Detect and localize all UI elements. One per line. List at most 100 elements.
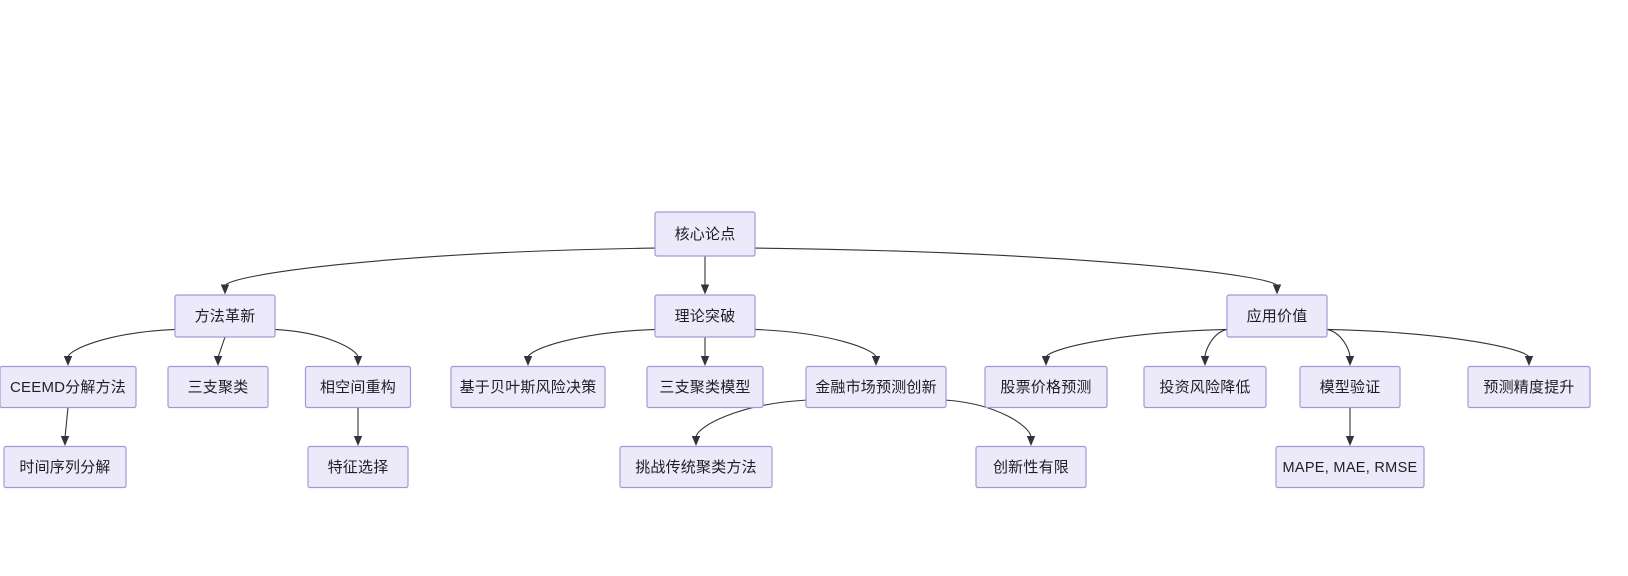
node-l3c[interactable]: 相空间重构 — [304, 365, 412, 409]
node-label: 相空间重构 — [320, 379, 396, 396]
edge-l2c-to-l3h — [1200, 328, 1228, 366]
node-l3f[interactable]: 金融市场预测创新 — [805, 365, 947, 409]
node-label: 金融市场预测创新 — [815, 379, 937, 396]
arrowhead-icon — [1272, 284, 1282, 295]
node-label: 三支聚类模型 — [659, 379, 750, 396]
node-l3b[interactable]: 三支聚类 — [167, 365, 269, 409]
node-l4c[interactable]: 挑战传统聚类方法 — [619, 445, 773, 489]
node-l2c[interactable]: 应用价值 — [1226, 294, 1328, 338]
node-l3i[interactable]: 模型验证 — [1299, 365, 1401, 409]
node-box[interactable] — [304, 365, 412, 409]
edge-line — [1326, 328, 1351, 358]
node-label: 股票价格预测 — [1000, 379, 1091, 396]
node-box[interactable] — [646, 365, 764, 409]
node-label: 模型验证 — [1320, 379, 1381, 396]
node-box[interactable] — [3, 445, 127, 489]
node-l3d[interactable]: 基于贝叶斯风险决策 — [450, 365, 606, 409]
node-label: 挑战传统聚类方法 — [635, 459, 757, 476]
node-box[interactable] — [654, 294, 756, 338]
node-l2b[interactable]: 理论突破 — [654, 294, 756, 338]
node-box[interactable] — [1143, 365, 1267, 409]
arrowhead-icon — [1524, 356, 1534, 366]
arrowhead-icon — [1345, 436, 1355, 446]
node-box[interactable] — [1299, 365, 1401, 409]
node-label: 理论突破 — [675, 308, 736, 325]
edge-line — [527, 328, 656, 358]
node-l2a[interactable]: 方法革新 — [174, 294, 276, 338]
node-label: 时间序列分解 — [19, 459, 110, 476]
node-label: MAPE, MAE, RMSE — [1282, 460, 1417, 476]
edge-l3f-to-l4d — [945, 399, 1036, 446]
arrowhead-icon — [353, 356, 363, 366]
arrowhead-icon — [691, 436, 701, 446]
edge-l2a-to-l3b — [213, 336, 226, 366]
edge-l2a-to-l3a — [63, 328, 176, 366]
node-label: 应用价值 — [1247, 307, 1308, 325]
arrowhead-icon — [700, 356, 710, 366]
edge-l3i-to-l4e — [1345, 407, 1355, 446]
node-l4b[interactable]: 特征选择 — [307, 445, 409, 489]
node-box[interactable] — [1467, 365, 1591, 409]
edge-line — [1204, 328, 1228, 358]
node-label: 投资风险降低 — [1159, 379, 1250, 396]
node-box[interactable] — [1275, 445, 1425, 489]
node-label: CEEMD分解方法 — [10, 379, 126, 396]
node-l3j[interactable]: 预测精度提升 — [1467, 365, 1591, 409]
node-box[interactable] — [167, 365, 269, 409]
node-l4e[interactable]: MAPE, MAE, RMSE — [1275, 445, 1425, 489]
edge-l2a-to-l3c — [274, 328, 363, 366]
node-box[interactable] — [174, 294, 276, 338]
edge-line — [754, 328, 877, 358]
edge-root-to-l2a — [220, 247, 656, 295]
node-root[interactable]: 核心论点 — [654, 211, 756, 257]
edge-layer — [60, 247, 1534, 446]
node-l3e[interactable]: 三支聚类模型 — [646, 365, 764, 409]
node-box[interactable] — [1226, 294, 1328, 338]
node-box[interactable] — [619, 445, 773, 489]
edge-l3c-to-l4b — [353, 407, 363, 446]
node-label: 特征选择 — [328, 459, 389, 476]
arrowhead-icon — [523, 356, 533, 366]
arrowhead-icon — [1041, 356, 1051, 366]
arrowhead-icon — [700, 284, 710, 295]
edge-l2c-to-l3i — [1326, 328, 1355, 366]
arrowhead-icon — [871, 356, 881, 366]
node-box[interactable] — [975, 445, 1087, 489]
node-box[interactable] — [805, 365, 947, 409]
node-l3a[interactable]: CEEMD分解方法 — [0, 365, 137, 409]
arrowhead-icon — [220, 284, 230, 295]
arrowhead-icon — [353, 436, 363, 446]
arrowhead-icon — [1200, 356, 1210, 366]
node-l4a[interactable]: 时间序列分解 — [3, 445, 127, 489]
node-box[interactable] — [0, 365, 137, 409]
edge-l2b-to-l3e — [700, 337, 710, 366]
edge-line — [695, 399, 807, 438]
edge-root-to-l2c — [754, 247, 1282, 295]
arrowhead-icon — [63, 356, 73, 366]
node-l3g[interactable]: 股票价格预测 — [984, 365, 1108, 409]
arrowhead-icon — [1026, 436, 1036, 446]
edge-line — [67, 328, 176, 358]
node-box[interactable] — [450, 365, 606, 409]
edge-line — [945, 399, 1032, 438]
node-label: 基于贝叶斯风险决策 — [460, 379, 597, 396]
edge-line — [224, 247, 656, 287]
node-box[interactable] — [984, 365, 1108, 409]
arrowhead-icon — [1345, 356, 1355, 366]
node-label: 核心论点 — [675, 226, 736, 243]
arrowhead-icon — [213, 356, 223, 366]
edge-line — [1045, 328, 1228, 358]
node-box[interactable] — [307, 445, 409, 489]
node-label: 方法革新 — [195, 308, 256, 325]
edge-line — [64, 407, 69, 438]
edge-line — [1326, 328, 1530, 358]
node-l3h[interactable]: 投资风险降低 — [1143, 365, 1267, 409]
arrowhead-icon — [60, 436, 70, 446]
edge-line — [754, 247, 1278, 287]
node-l4d[interactable]: 创新性有限 — [975, 445, 1087, 489]
edge-l3a-to-l4a — [60, 407, 70, 446]
node-box[interactable] — [654, 211, 756, 257]
